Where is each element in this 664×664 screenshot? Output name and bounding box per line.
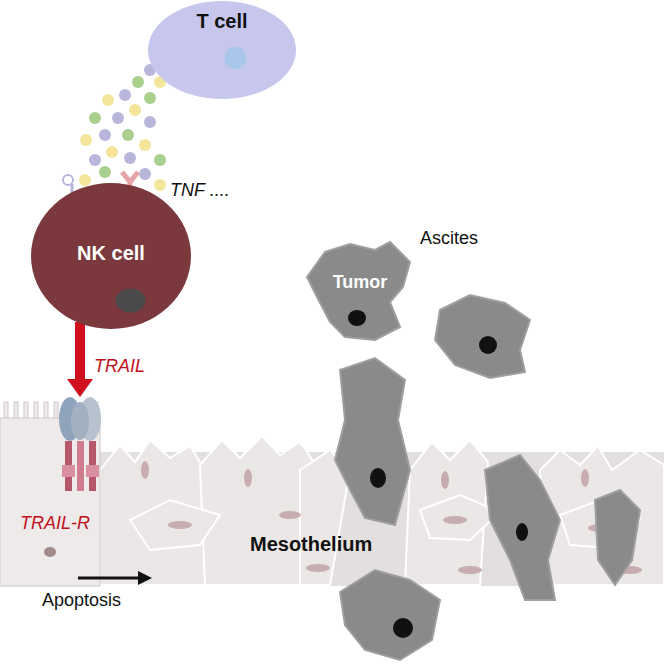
apoptotic-cell [0, 402, 100, 586]
cytokine-label: TNF .... [170, 180, 230, 201]
nk-cell: NK cell [30, 182, 192, 330]
t-cell: T cell [147, 0, 297, 100]
tumor-cell: Tumor [305, 242, 415, 342]
process-label: Apoptosis [42, 590, 121, 611]
edge-label: TRAIL [94, 356, 145, 377]
tumor-cells [335, 295, 640, 660]
signal-arrow [67, 322, 93, 397]
node-text: Tumor [305, 272, 415, 293]
node-text: TRAIL-R [20, 513, 90, 534]
region-label: Ascites [420, 228, 478, 249]
node-text: Mesothelium [250, 533, 372, 556]
tumor-nuclei [370, 336, 528, 638]
node-text: NK cell [30, 242, 192, 265]
node-text: T cell [147, 10, 297, 33]
trail-receptor: TRAIL-R [20, 395, 120, 535]
apoptosis-arrow [78, 571, 152, 585]
apoptotic-nucleus [44, 547, 56, 557]
